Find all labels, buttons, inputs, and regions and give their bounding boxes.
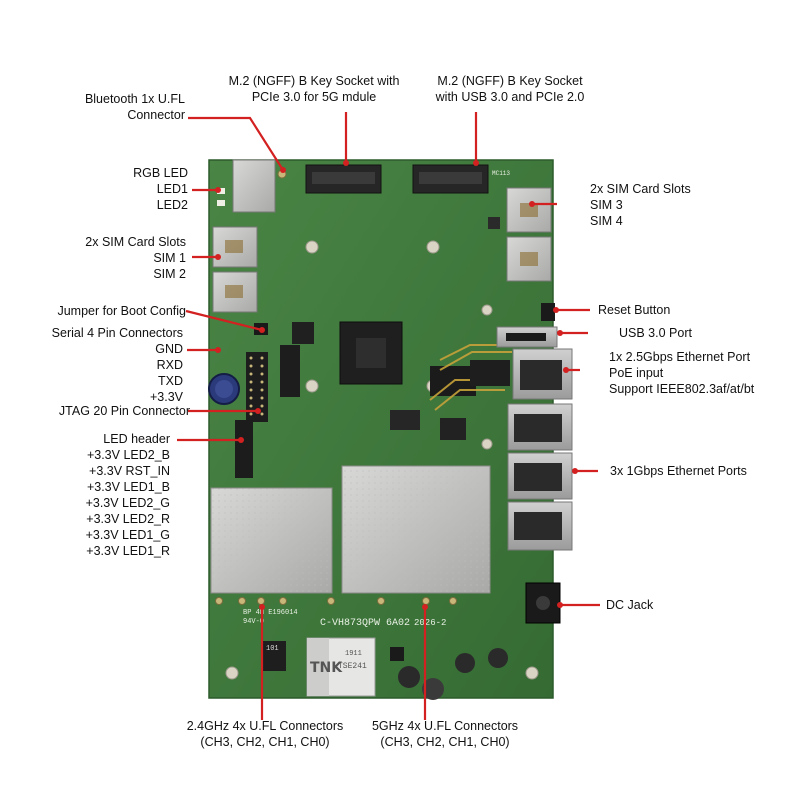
label-jumper: Jumper for Boot Config [57, 304, 186, 318]
rgb-led-1 [217, 188, 225, 194]
inductor [262, 641, 286, 671]
transformer-part: TSE241 [338, 662, 367, 671]
silkscreen-model: C-VH873QPW 6A02 [320, 618, 410, 629]
label-sim-right: 2x SIM Card Slots SIM 3 SIM 4 [590, 182, 691, 228]
label-ufl-24ghz: 2.4GHz 4x U.FL Connectors (CH3, CH2, CH1… [186, 719, 344, 749]
label-eth-2-5g: 1x 2.5Gbps Ethernet Port PoE input Suppo… [609, 350, 755, 396]
label-usb: USB 3.0 Port [619, 326, 692, 340]
label-serial: Serial 4 Pin Connectors GND RXD TXD +3.3… [51, 326, 183, 404]
rgb-led-2 [217, 200, 225, 206]
label-eth-1g: 3x 1Gbps Ethernet Ports [610, 464, 747, 478]
silkscreen-code: MC113 [492, 170, 510, 177]
label-ufl-5ghz: 5GHz 4x U.FL Connectors (CH3, CH2, CH1, … [371, 719, 519, 749]
silkscreen-lot: BP 4M E196014 [243, 609, 298, 617]
bluetooth-module [232, 159, 276, 213]
label-led-header: LED header +3.3V LED2_B +3.3V RST_IN +3.… [85, 432, 170, 558]
pcb-board [208, 159, 554, 699]
dc-jack-part [525, 582, 561, 624]
label-m2-usb: M.2 (NGFF) B Key Socket with USB 3.0 and… [435, 74, 585, 104]
label-bluetooth: Bluetooth 1x U.FL Connector [84, 92, 185, 122]
transformer-num: 1911 [345, 650, 362, 658]
silkscreen-date: 2026-2 [414, 618, 446, 628]
label-reset: Reset Button [598, 303, 671, 317]
ethernet-ports-group [507, 348, 573, 551]
led-header [235, 420, 253, 478]
label-sim-left: 2x SIM Card Slots SIM 1 SIM 2 [85, 235, 186, 281]
label-dc-jack: DC Jack [606, 598, 654, 612]
silkscreen-rating: 94V-0 [243, 618, 264, 626]
label-rgb-led: RGB LED LED1 LED2 [133, 166, 188, 212]
reset-button-part [541, 303, 555, 321]
label-m2-5g: M.2 (NGFF) B Key Socket with PCIe 3.0 fo… [228, 74, 400, 104]
jtag-header [246, 352, 268, 422]
inductor-code: 101 [266, 645, 279, 653]
ufl-connectors [215, 597, 457, 605]
label-jtag: JTAG 20 Pin Connector [58, 404, 190, 418]
transformer-brand: TNK [310, 660, 343, 676]
